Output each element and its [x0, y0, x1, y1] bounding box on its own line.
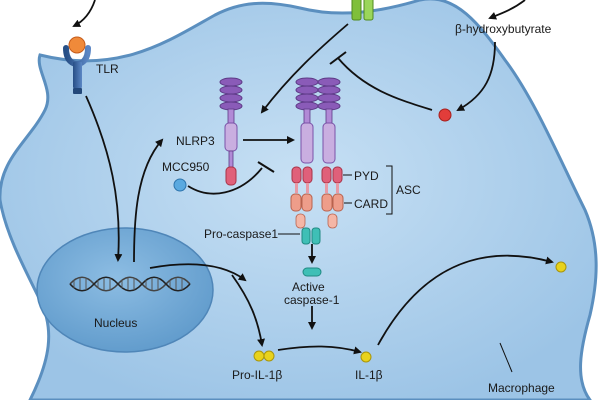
pyd-label: PYD [354, 169, 379, 183]
arrow-bhb-to-ketone [456, 41, 496, 111]
arrow-tlr-to-nucleus [85, 95, 123, 262]
nucleus-label: Nucleus [94, 316, 137, 330]
pro-il1b-label: Pro-IL-1β [232, 368, 282, 382]
il1b-molecule-icon [360, 351, 372, 363]
asc-bracket [386, 165, 393, 215]
arrow-dna-to-pro-il1b [231, 274, 266, 347]
bhb-label: β-hydroxybutyrate [455, 22, 552, 36]
active-label: Active [292, 280, 325, 294]
macrophage-label: Macrophage [488, 381, 555, 395]
il1b-label: IL-1β [355, 368, 383, 382]
nlrp3-label: NLRP3 [176, 134, 215, 148]
caspase1-label: caspase-1 [284, 293, 340, 307]
ligand-icon [68, 36, 86, 54]
active-caspase1-icon [302, 267, 322, 277]
asc-label: ASC [396, 183, 421, 197]
pro-caspase1-label: Pro-caspase1 [204, 227, 278, 241]
mcc950-label: MCC950 [162, 160, 210, 174]
inflammasome-complex [290, 77, 344, 245]
nlrp3-monomer [219, 77, 243, 186]
tlr-label: TLR [96, 62, 119, 76]
arrow-channel-to-nlrp3 [260, 23, 349, 114]
arrow-il1b-to-outside [377, 254, 554, 346]
inhibit-mcc950 [187, 167, 263, 195]
ketone-molecule-icon [438, 108, 452, 122]
tlr-receptor-icon [63, 45, 91, 94]
macrophage-leader [499, 342, 513, 373]
arrow-pro-il1b-to-il1b [277, 345, 362, 355]
dna-helix-icon [69, 276, 191, 292]
mcc950-molecule-icon [173, 178, 187, 192]
secreted-il1b-icon [555, 261, 567, 273]
arrow-top-left-into-tlr [72, 0, 96, 27]
pro-il1b-molecule-icon [253, 350, 275, 362]
card-label: CARD [354, 197, 388, 211]
inhibit-bar-mcc950 [257, 161, 275, 173]
arrow-nucleus-to-nlrp3 [133, 138, 164, 263]
membrane-channel-icon [351, 0, 374, 21]
arrow-nucleus-to-pro-il1b [149, 263, 247, 282]
inhibit-bar-channel [329, 51, 347, 65]
arrow-top-right-to-bhb [488, 0, 526, 20]
inhibit-ketone-to-channel [337, 57, 433, 111]
